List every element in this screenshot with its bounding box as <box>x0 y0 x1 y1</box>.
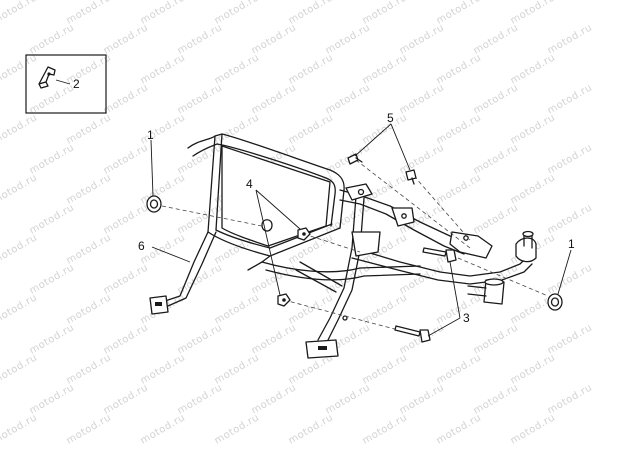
alignment-lines <box>161 159 549 333</box>
leader-5a <box>354 123 392 157</box>
bushing-right <box>547 293 563 311</box>
callout-5: 5 <box>387 111 394 125</box>
callout-1-right: 1 <box>568 237 575 251</box>
leader-5b <box>390 123 411 171</box>
leader-6 <box>151 246 191 263</box>
leader-3a <box>449 261 461 319</box>
bushing-left <box>146 195 162 213</box>
leader-1-right <box>557 249 572 295</box>
screw-top-right <box>405 169 417 185</box>
leader-4b <box>255 189 281 296</box>
callout-3: 3 <box>463 311 470 325</box>
leader-3b <box>427 317 461 337</box>
leader-2 <box>55 79 71 85</box>
leader-4a <box>255 189 301 230</box>
inset-box: 2 <box>25 54 107 114</box>
callout-6: 6 <box>138 239 145 253</box>
clip-part <box>38 66 56 89</box>
callout-2: 2 <box>73 77 80 91</box>
leader-1-left <box>150 139 154 197</box>
callout-1-left: 1 <box>147 128 154 142</box>
bolt-long <box>394 325 431 343</box>
callout-4: 4 <box>246 177 253 191</box>
inset-border <box>25 54 107 114</box>
nut-lower <box>277 293 291 307</box>
screw-top-left <box>347 153 363 165</box>
main-frame <box>149 133 537 359</box>
nut-upper <box>297 227 311 241</box>
bolt-short <box>422 247 457 263</box>
